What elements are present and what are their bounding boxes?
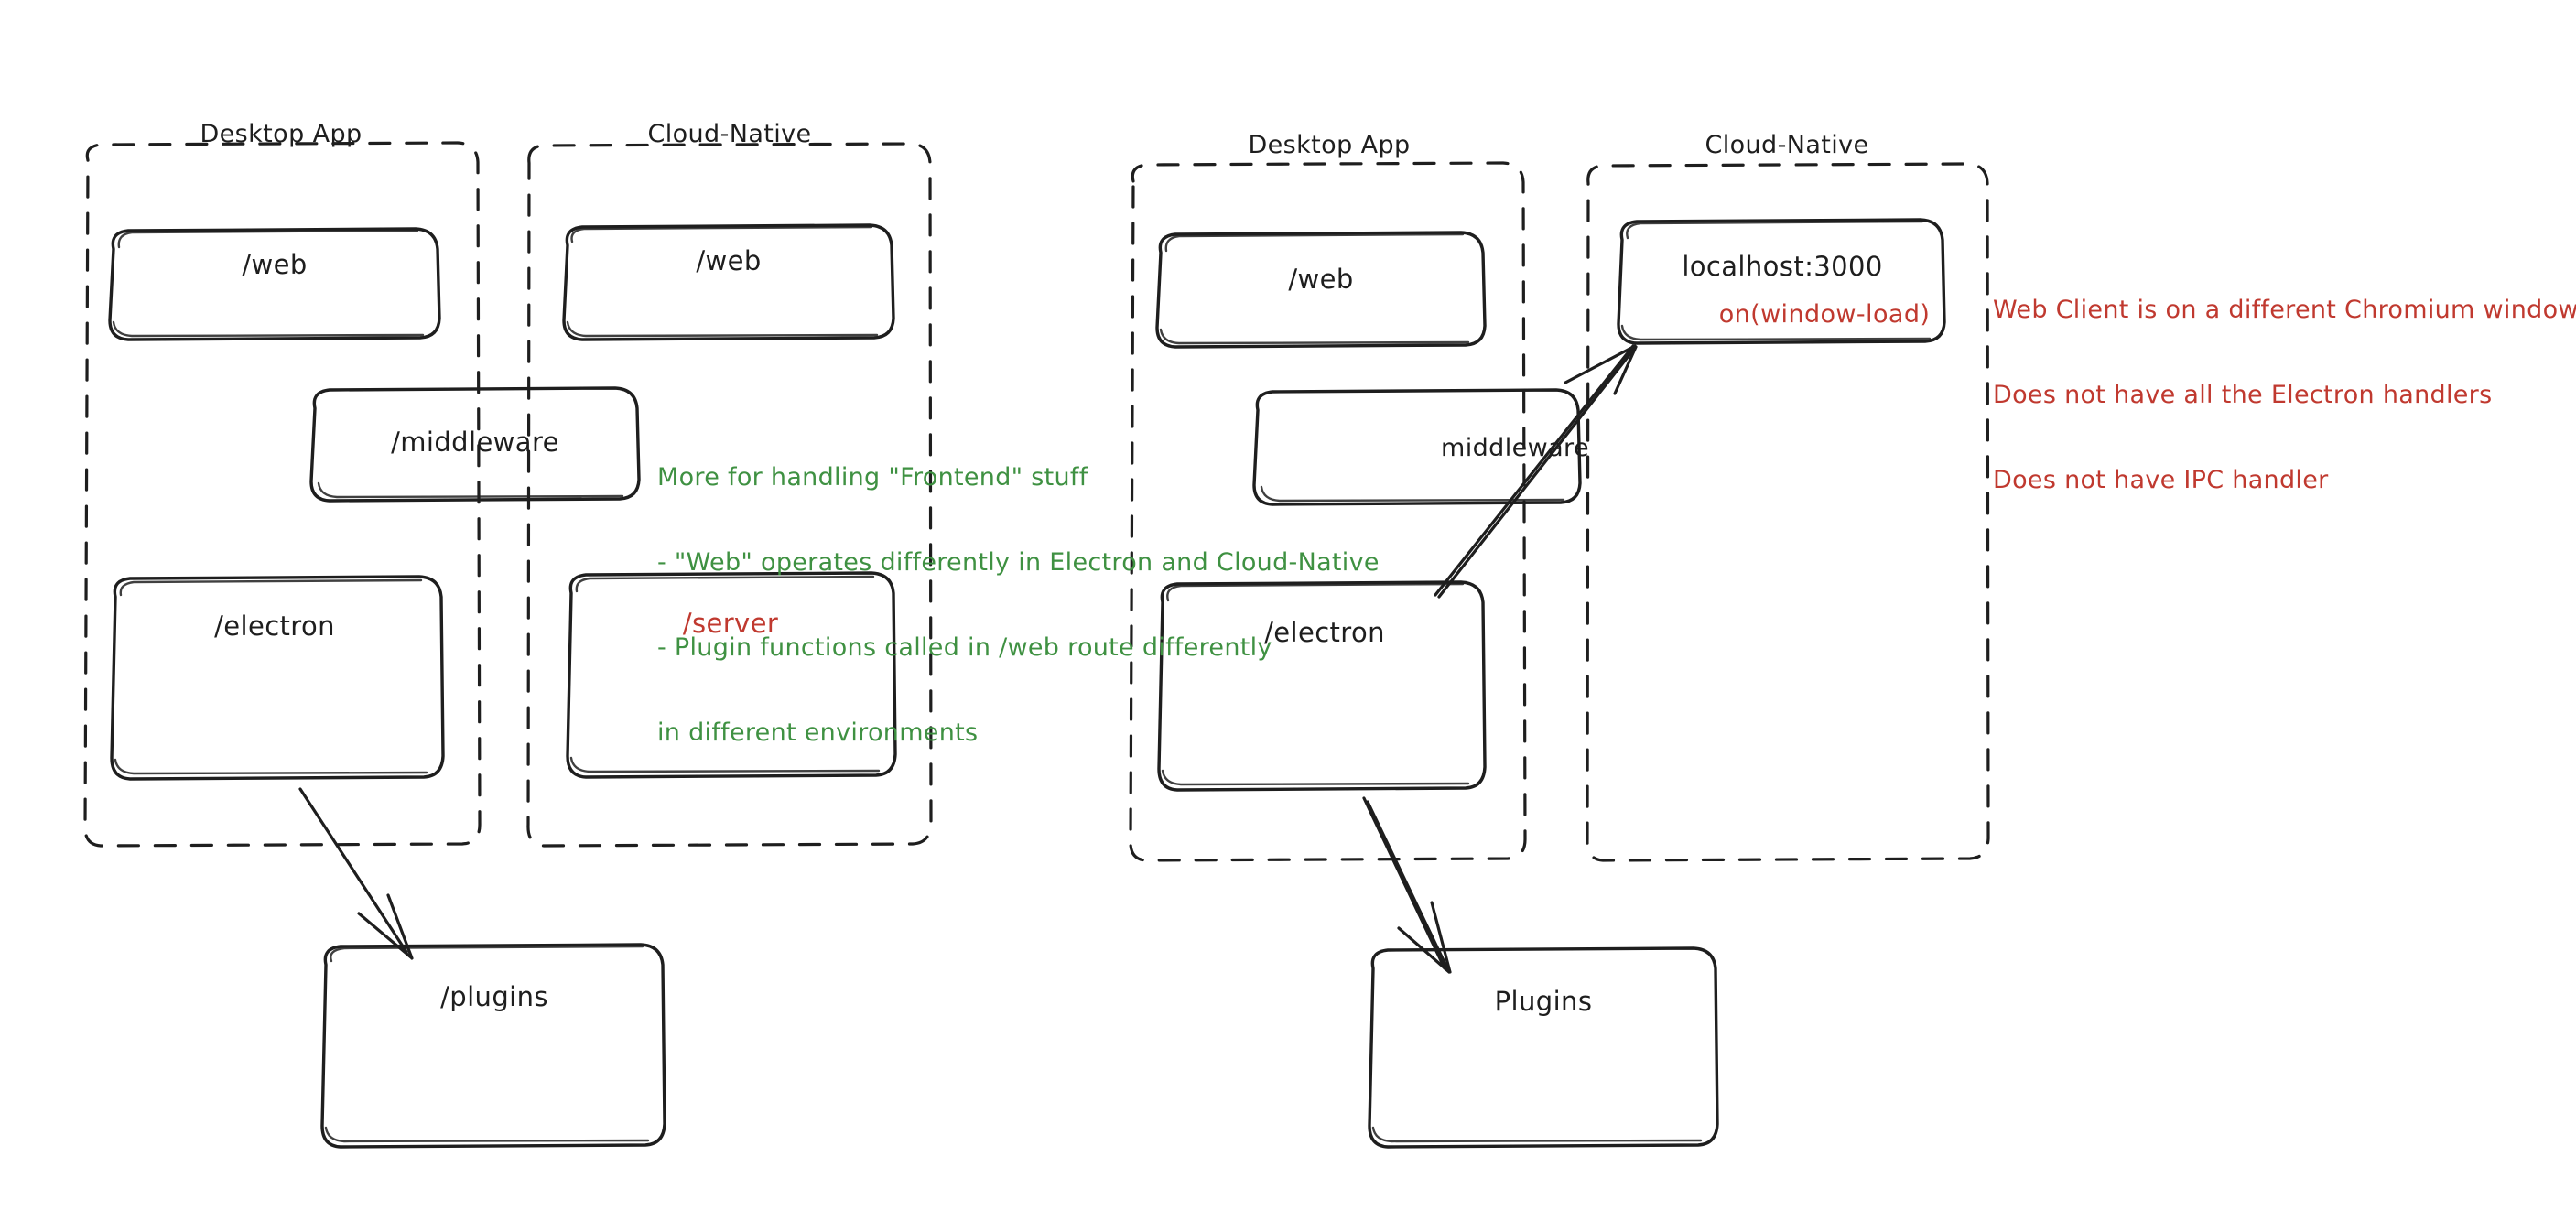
- right-electron-to-localhost-arrow: [1434, 344, 1638, 599]
- left-plugins-box: [320, 943, 666, 1149]
- left-desktop-web-box: [108, 227, 441, 341]
- left-cloud-native-container: [526, 142, 933, 848]
- right-desktop-app-container: [1129, 161, 1527, 862]
- right-note-line-3: Does not have IPC handler: [1993, 466, 2329, 494]
- left-middleware-box: [309, 386, 641, 503]
- right-desktop-web-label: /web: [1288, 264, 1354, 295]
- right-electron-box: [1157, 580, 1487, 792]
- right-plugins-box: [1368, 946, 1719, 1149]
- right-middleware-box: [1252, 388, 1582, 506]
- left-desktop-app-container: [83, 141, 482, 848]
- left-plugins-label: /plugins: [440, 981, 548, 1012]
- left-middleware-label: /middleware: [391, 427, 559, 458]
- left-note-line-3: - Plugin functions called in /web route …: [657, 633, 1272, 662]
- left-cloud-web-label: /web: [696, 245, 762, 276]
- left-note-line-2: - "Web" operates differently in Electron…: [657, 548, 1380, 577]
- right-note-line-2: Does not have all the Electron handlers: [1993, 381, 2493, 409]
- left-note: More for handling "Frontend" stuff - "We…: [657, 406, 1380, 804]
- left-note-line-4: in different environments: [657, 719, 979, 747]
- right-localhost-label: localhost:3000: [1682, 251, 1883, 282]
- left-note-line-1: More for handling "Frontend" stuff: [657, 463, 1088, 492]
- right-desktop-app-title: Desktop App: [1248, 131, 1411, 159]
- left-cloud-native-title: Cloud-Native: [647, 120, 812, 148]
- left-server-label: /server: [682, 608, 779, 639]
- left-server-box: [566, 571, 897, 779]
- right-cloud-native-title: Cloud-Native: [1705, 131, 1869, 159]
- right-note-line-1: Web Client is on a different Chromium wi…: [1993, 296, 2576, 324]
- left-electron-to-plugins-arrow: [298, 787, 414, 960]
- right-note: Web Client is on a different Chromium wi…: [1993, 239, 2576, 551]
- right-cloud-native-container: [1586, 162, 1990, 862]
- right-middleware-label: middleware: [1441, 434, 1589, 462]
- left-cloud-web-box: [562, 223, 895, 341]
- right-desktop-web-box: [1155, 231, 1487, 349]
- left-desktop-app-title: Desktop App: [200, 120, 363, 148]
- left-electron-label: /electron: [214, 611, 335, 642]
- right-electron-to-plugins-arrow: [1362, 796, 1452, 974]
- right-localhost-box: [1617, 218, 1946, 345]
- left-electron-box: [110, 575, 445, 781]
- right-localhost-sublabel: on(window-load): [1718, 300, 1931, 329]
- right-electron-label: /electron: [1264, 617, 1385, 648]
- left-desktop-web-label: /web: [242, 249, 308, 280]
- right-plugins-label: Plugins: [1494, 986, 1593, 1017]
